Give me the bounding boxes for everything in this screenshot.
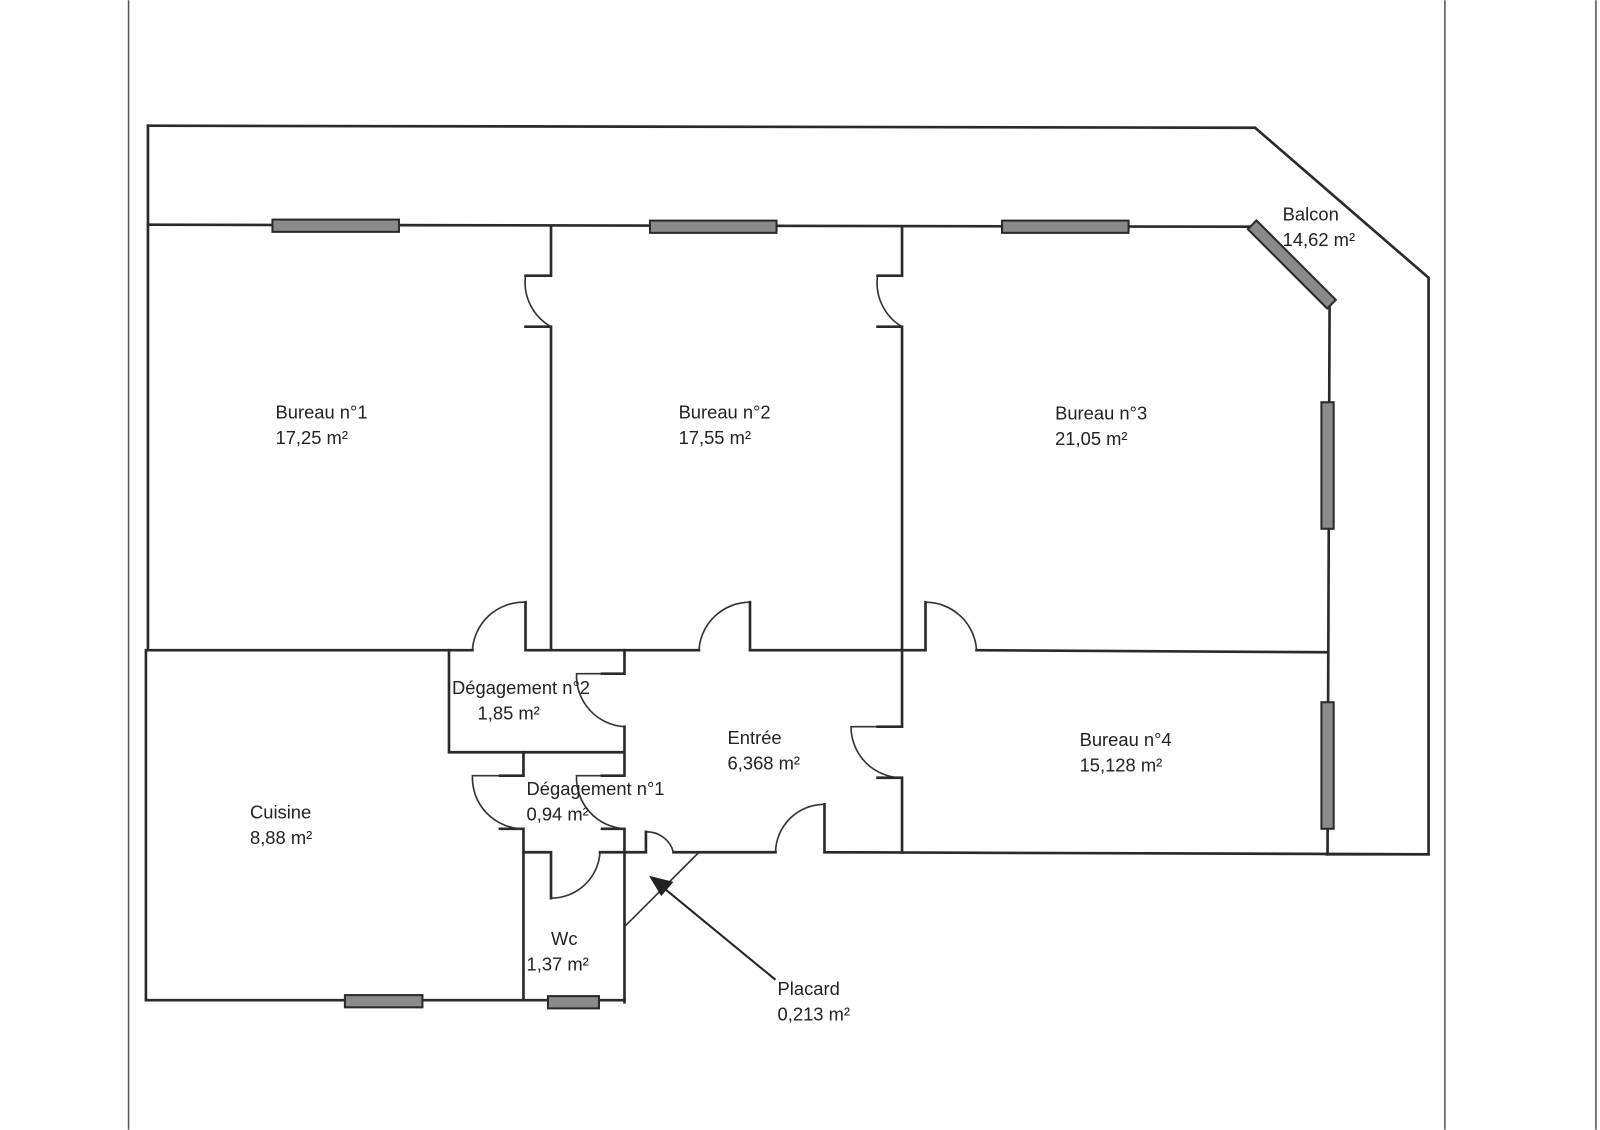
door-degagement-2 xyxy=(575,672,625,728)
door-bureau-1 xyxy=(524,275,552,328)
room-area: 14,62 m² xyxy=(1283,229,1355,250)
door-wc xyxy=(551,852,601,899)
door-placard xyxy=(645,831,675,853)
room-area: 0,94 m² xyxy=(527,804,589,825)
room-area: 21,05 m² xyxy=(1055,428,1127,449)
walls xyxy=(144,124,1430,1004)
room-name: Entrée xyxy=(728,727,782,748)
room-area: 8,88 m² xyxy=(250,827,312,848)
room-name: Bureau n°2 xyxy=(679,402,771,423)
door-bureau-2 xyxy=(876,275,903,328)
room-name: Wc xyxy=(551,928,578,949)
door-bureau-1-south xyxy=(471,601,526,651)
room-name: Cuisine xyxy=(250,802,311,823)
door-bureau-4 xyxy=(850,725,903,779)
door-entree xyxy=(774,803,825,853)
room-name: Bureau n°3 xyxy=(1055,403,1147,424)
room-name: Balcon xyxy=(1283,204,1339,225)
room-area: 1,85 m² xyxy=(478,703,540,724)
room-name: Dégagement n°1 xyxy=(527,778,665,799)
room-area: 15,128 m² xyxy=(1080,755,1163,776)
room-area: 17,25 m² xyxy=(276,427,348,448)
room-area: 17,55 m² xyxy=(679,427,751,448)
room-name: Bureau n°1 xyxy=(276,402,368,423)
room-labels: Bureau n°1 17,25 m² Bureau n°2 17,55 m² … xyxy=(250,204,1355,1025)
doors xyxy=(471,275,978,899)
room-area: 1,37 m² xyxy=(527,954,589,975)
room-name: Bureau n°4 xyxy=(1080,729,1172,750)
room-area: 6,368 m² xyxy=(728,753,800,774)
room-name: Dégagement n°2 xyxy=(452,677,590,698)
door-bureau-2-south xyxy=(698,601,751,651)
placard-arrow xyxy=(648,875,777,981)
door-cuisine xyxy=(471,774,524,830)
room-area: 0,213 m² xyxy=(778,1004,850,1025)
door-bureau-3 xyxy=(925,601,978,651)
room-name: Placard xyxy=(778,978,840,999)
door-degagement-1 xyxy=(575,774,625,830)
windows xyxy=(271,218,1338,1010)
